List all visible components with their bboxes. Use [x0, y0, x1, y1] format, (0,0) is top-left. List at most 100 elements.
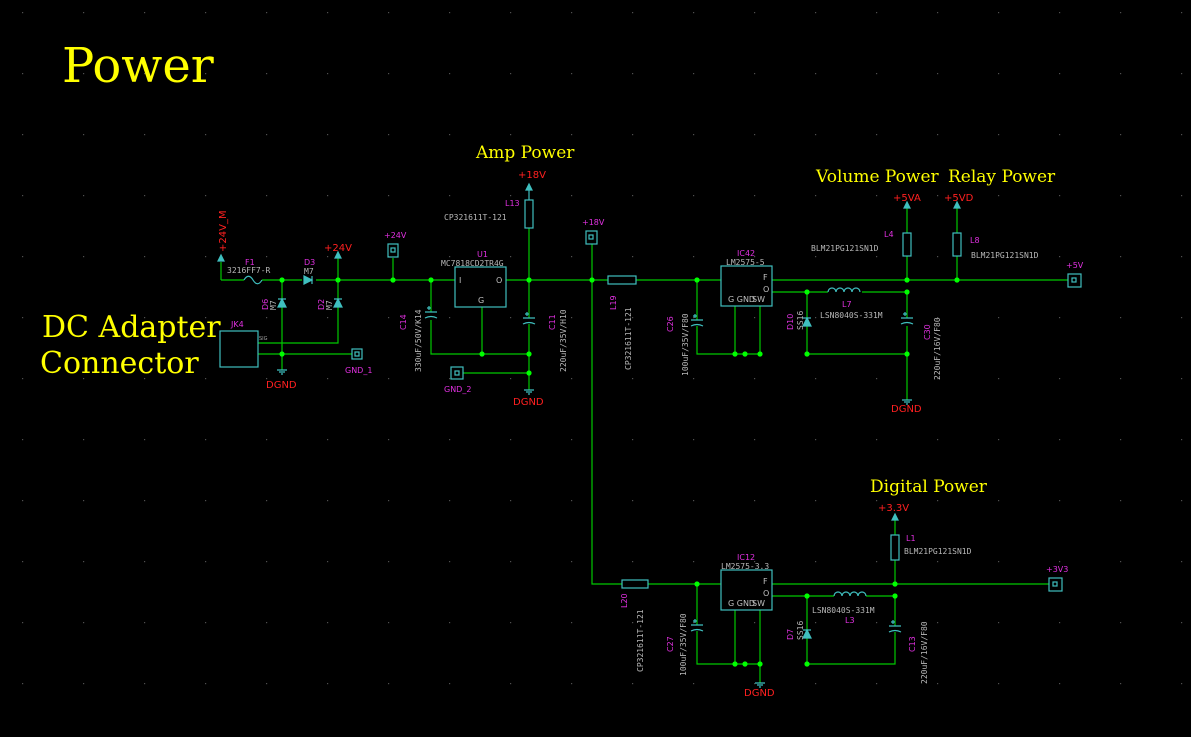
- cap-c14-symbol: [424, 306, 438, 319]
- section-title-digital-power: Digital Power: [870, 477, 988, 497]
- diode-d2-ref: D2: [317, 299, 326, 310]
- inductor-l19-ref: L19: [609, 295, 618, 310]
- section-title-connector: Connector: [40, 346, 199, 381]
- dc-jack-jk4-pin: SIG: [259, 336, 268, 342]
- net-label-dgnd-3: DGND: [891, 404, 922, 415]
- section-title-volume-power: Volume Power: [815, 167, 940, 187]
- cap-c13-symbol: [888, 620, 902, 633]
- diode-d6-symbol: [277, 297, 287, 308]
- cap-c30-symbol: [900, 312, 914, 325]
- port-boxes: [351, 230, 1082, 592]
- regulator-ic42-ref: IC42: [737, 249, 755, 258]
- page-title: Power: [62, 38, 214, 94]
- cap-c14-ref: C14: [399, 314, 408, 330]
- inductor-l7-coil: [827, 287, 861, 293]
- cap-c30-value: 220uF/16V/F80: [933, 317, 942, 380]
- section-title-amp-power: Amp Power: [475, 143, 575, 163]
- junctions: [279, 277, 960, 667]
- inductor-l7-value: LSN8040S-331M: [820, 311, 883, 320]
- power-arrows: [217, 182, 961, 521]
- fuse-f1-symbol: [243, 275, 263, 285]
- inductor-l19-body: [607, 275, 637, 285]
- regulator-ic42-pin-g: G GND: [728, 295, 755, 304]
- cap-c11-value: 220uF/35V/H10: [559, 309, 568, 372]
- ferrite-l4-value: BLM21PG121SN1D: [811, 244, 879, 253]
- ferrite-l8-ref: L8: [970, 236, 980, 245]
- net-label-5vd: +5VD: [944, 193, 974, 204]
- inductor-l3-value: LSN8040S-331M: [812, 606, 875, 615]
- net-label-dgnd-2: DGND: [513, 397, 544, 408]
- regulator-ic12-ref: IC12: [737, 553, 755, 562]
- cap-c27-ref: C27: [666, 636, 675, 652]
- net-label-18v: +18V: [518, 170, 546, 181]
- ferrite-l1-ref: L1: [906, 534, 916, 543]
- regulator-ic12-value: LM2575-3.3: [721, 562, 769, 571]
- diode-d10-ref: D10: [786, 314, 795, 330]
- cap-c13-ref: C13: [908, 636, 917, 652]
- fuse-f1-value: 3216FF7-R: [227, 266, 271, 275]
- regulator-ic42-pin-f: F: [763, 273, 768, 282]
- cap-c14-value: 330uF/50V/K14: [414, 309, 423, 372]
- cap-c27-symbol: [690, 619, 704, 632]
- inductor-l3-ref: L3: [845, 616, 855, 625]
- net-label-5va: +5VA: [893, 193, 921, 204]
- diode-d10-symbol: [802, 316, 812, 327]
- regulator-ic12-pin-g: G GND: [728, 599, 755, 608]
- port-label-gnd-1: GND_1: [345, 366, 372, 375]
- cap-c27-value: 100uF/35V/F80: [679, 613, 688, 676]
- net-label-3v3: +3.3V: [878, 503, 909, 514]
- net-label-dgnd-4: DGND: [744, 688, 775, 699]
- regulator-ic42-pin-sw: SW: [752, 295, 765, 304]
- ferrite-l1-value: BLM21PG121SN1D: [904, 547, 972, 556]
- cap-c11-ref: C11: [548, 314, 557, 330]
- regulator-ic42-body: [720, 265, 773, 307]
- cap-c26-value: 100uF/35V/F80: [681, 313, 690, 376]
- fuse-f1-ref: F1: [245, 258, 255, 267]
- diode-d6-ref: D6: [261, 299, 270, 310]
- ferrite-l4-body: [902, 232, 912, 257]
- diode-d3-symbol: [303, 275, 314, 285]
- inductor-l20-value: CP321611T-121: [636, 609, 645, 672]
- regulator-u1-pin-i: I: [459, 276, 461, 285]
- ferrite-l1-body: [890, 534, 900, 561]
- regulator-u1-ref: U1: [477, 250, 488, 259]
- diode-d10-value: SS16: [796, 311, 805, 330]
- port-label-gnd-2: GND_2: [444, 385, 471, 394]
- regulator-u1-pin-g: G: [478, 296, 484, 305]
- diode-d2-value: M7: [325, 300, 334, 310]
- port-label-3v3: +3V3: [1046, 565, 1068, 574]
- ferrite-l8-body: [952, 232, 962, 257]
- grid-dots: [22, 12, 1183, 685]
- diode-d7-symbol: [802, 628, 812, 639]
- port-label-5v: +5V: [1066, 261, 1084, 270]
- regulator-u1-value: MC7818CD2TR4G: [441, 259, 504, 268]
- regulator-u1-pin-o: O: [496, 276, 502, 285]
- diode-d3-ref: D3: [304, 258, 315, 267]
- port-label-24v: +24V: [384, 231, 407, 240]
- inductor-l13-value: CP321611T-121: [444, 213, 507, 222]
- diode-d6-value: M7: [269, 300, 278, 310]
- cap-c11-symbol: [522, 312, 536, 325]
- diode-d7-value: SS16: [796, 621, 805, 640]
- dc-jack-jk4-body: [219, 330, 259, 368]
- inductor-l3-coil: [833, 591, 867, 597]
- cap-c26-symbol: [690, 314, 704, 327]
- ferrite-l8-value: BLM21PG121SN1D: [971, 251, 1039, 260]
- dc-jack-jk4-ref: JK4: [230, 320, 244, 329]
- inductor-l7-ref: L7: [842, 300, 852, 309]
- inductor-l20-ref: L20: [620, 593, 629, 608]
- regulator-ic12-pin-sw: SW: [752, 599, 765, 608]
- regulator-u1-body: [454, 266, 507, 308]
- section-title-relay-power: Relay Power: [948, 167, 1056, 187]
- diode-d7-ref: D7: [786, 629, 795, 640]
- regulator-ic12-body: [720, 569, 773, 611]
- ferrite-l4-ref: L4: [884, 230, 894, 239]
- net-label-24v: +24V: [324, 243, 352, 254]
- ground-symbols: [277, 369, 912, 688]
- diode-d2-symbol: [333, 297, 343, 308]
- diode-d3-value: M7: [304, 267, 314, 276]
- section-title-dc-adapter: DC Adapter: [42, 310, 221, 345]
- net-label-24v-m: +24V_M: [218, 210, 229, 252]
- inductor-l19-value: CP321611T-121: [624, 307, 633, 370]
